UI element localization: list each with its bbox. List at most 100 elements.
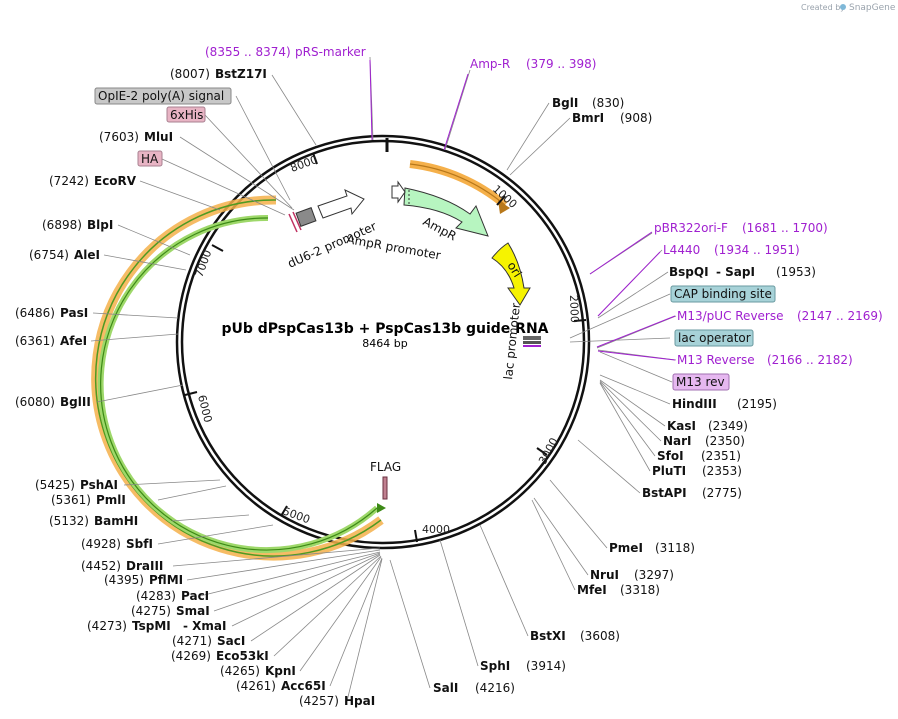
site-name: BstZ17I xyxy=(215,67,267,81)
site-pos: (4257) xyxy=(299,694,339,708)
site-pos: (4271) xyxy=(172,634,212,648)
site-name: BmrI xyxy=(572,111,604,125)
cds-green-outline xyxy=(100,217,378,551)
lac-promoter-label: lac promoter xyxy=(501,302,523,380)
site-name: HindIII xyxy=(672,397,717,411)
his-box xyxy=(166,106,206,123)
site-name: BglI xyxy=(552,96,578,110)
primer-pbr322-range: (1681 .. 1700) xyxy=(742,221,828,235)
site-pos: (4283) xyxy=(136,589,176,603)
snapgene-logo-icon xyxy=(840,4,846,10)
site-pos: (4273) xyxy=(87,619,127,633)
site-pos: (2350) xyxy=(705,434,745,448)
site-pos: (6754) xyxy=(29,248,69,262)
site-pos: (3914) xyxy=(526,659,566,673)
site-pos: (5425) xyxy=(35,478,75,492)
site-name: BstAPI xyxy=(642,486,687,500)
site-pos: (5361) xyxy=(51,493,91,507)
site-name: NruI xyxy=(590,568,619,582)
site-pos: (3118) xyxy=(655,541,695,555)
primer-leaders xyxy=(369,59,676,361)
site-name-extra: - XmaI xyxy=(183,619,226,633)
his-label: 6xHis xyxy=(170,108,203,122)
site-name: MluI xyxy=(144,130,173,144)
site-name: BglII xyxy=(60,395,91,409)
cap-box xyxy=(670,285,776,303)
site-name: SacI xyxy=(217,634,245,648)
lac-operator-mark xyxy=(523,341,541,344)
site-pos: (2353) xyxy=(702,464,742,478)
opie-box xyxy=(94,87,232,105)
site-name: NarI xyxy=(663,434,692,448)
site-name: SmaI xyxy=(176,604,210,618)
site-name: SphI xyxy=(480,659,510,673)
m13rev-box xyxy=(672,373,730,391)
tick-4000: 4000 xyxy=(422,523,450,536)
site-pos: (7603) xyxy=(99,130,139,144)
m13rev-label: M13 rev xyxy=(676,375,725,389)
site-pos: (8007) xyxy=(170,67,210,81)
site-name: BspQI xyxy=(669,265,709,279)
primer-pbr322-name: pBR322ori-F xyxy=(654,221,728,235)
site-pos: (4452) xyxy=(81,559,121,573)
site-pos: (6486) xyxy=(15,306,55,320)
site-name: PshAI xyxy=(80,478,118,492)
site-name: SalI xyxy=(433,681,458,695)
site-name: AfeI xyxy=(60,334,87,348)
site-pos: (3297) xyxy=(634,568,674,582)
site-name: PasI xyxy=(60,306,88,320)
lacop-label: lac operator xyxy=(678,331,751,345)
site-name: KasI xyxy=(667,419,696,433)
primer-prs-marker-range: (8355 .. 8374) xyxy=(205,45,291,59)
site-name: PmeI xyxy=(609,541,643,555)
site-pos: (830) xyxy=(592,96,624,110)
site-name: DraIII xyxy=(126,559,163,573)
site-pos: (4395) xyxy=(104,573,144,587)
site-pos: (3608) xyxy=(580,629,620,643)
site-pos: (4261) xyxy=(236,679,276,693)
site-name: Acc65I xyxy=(281,679,326,693)
ampr-orange-outline xyxy=(409,163,506,206)
site-name: PluTI xyxy=(652,464,686,478)
site-pos: (3318) xyxy=(620,583,660,597)
snapgene-brand: SnapGene xyxy=(849,3,896,13)
site-pos: (7242) xyxy=(49,174,89,188)
site-name: MfeI xyxy=(577,583,607,597)
site-pos: (4216) xyxy=(475,681,515,695)
site-name: EcoRV xyxy=(94,174,137,188)
site-pos: (2195) xyxy=(737,397,777,411)
flag-feature xyxy=(382,476,388,500)
primer-prs-marker-name: pRS-marker xyxy=(295,45,366,59)
site-pos: (4928) xyxy=(81,537,121,551)
cap-site-mark xyxy=(523,336,541,340)
site-pos: (2351) xyxy=(701,449,741,463)
site-name: PflMI xyxy=(149,573,183,587)
site-pos: (6080) xyxy=(15,395,55,409)
site-pos: (908) xyxy=(620,111,652,125)
site-name: TspMI xyxy=(132,619,171,633)
primer-m13rev-name: M13 Reverse xyxy=(677,353,755,367)
site-pos: (2349) xyxy=(708,419,748,433)
his-mark xyxy=(288,213,298,233)
site-pos: (1953) xyxy=(776,265,816,279)
site-pos: (4269) xyxy=(171,649,211,663)
ampr-promoter-label: AmpR promoter xyxy=(345,232,441,262)
lacop-box xyxy=(674,329,754,347)
backbone-inner xyxy=(180,139,586,545)
sites-left: (8007) BstZ17I (7603) MluI (7242) EcoRV … xyxy=(15,67,375,708)
ampr-label: AmpR xyxy=(421,214,459,243)
du6-promoter-feature xyxy=(317,189,365,219)
primer-ampr-range: (379 .. 398) xyxy=(526,57,596,71)
tick-7000: 7000 xyxy=(193,248,215,279)
opie-label: OpIE-2 poly(A) signal xyxy=(98,89,224,103)
ha-box xyxy=(137,150,163,167)
site-name: BstXI xyxy=(530,629,566,643)
site-name: AleI xyxy=(74,248,100,262)
site-name: BlpI xyxy=(87,218,113,232)
cds-orange-outline xyxy=(94,199,382,557)
sites-right: BglI (830) BmrI (908) BspQI - SapI (1953… xyxy=(433,96,816,695)
polya-feature xyxy=(295,207,317,227)
cds-arrowhead xyxy=(377,503,386,513)
primer-m13rev-range: (2166 .. 2182) xyxy=(767,353,853,367)
